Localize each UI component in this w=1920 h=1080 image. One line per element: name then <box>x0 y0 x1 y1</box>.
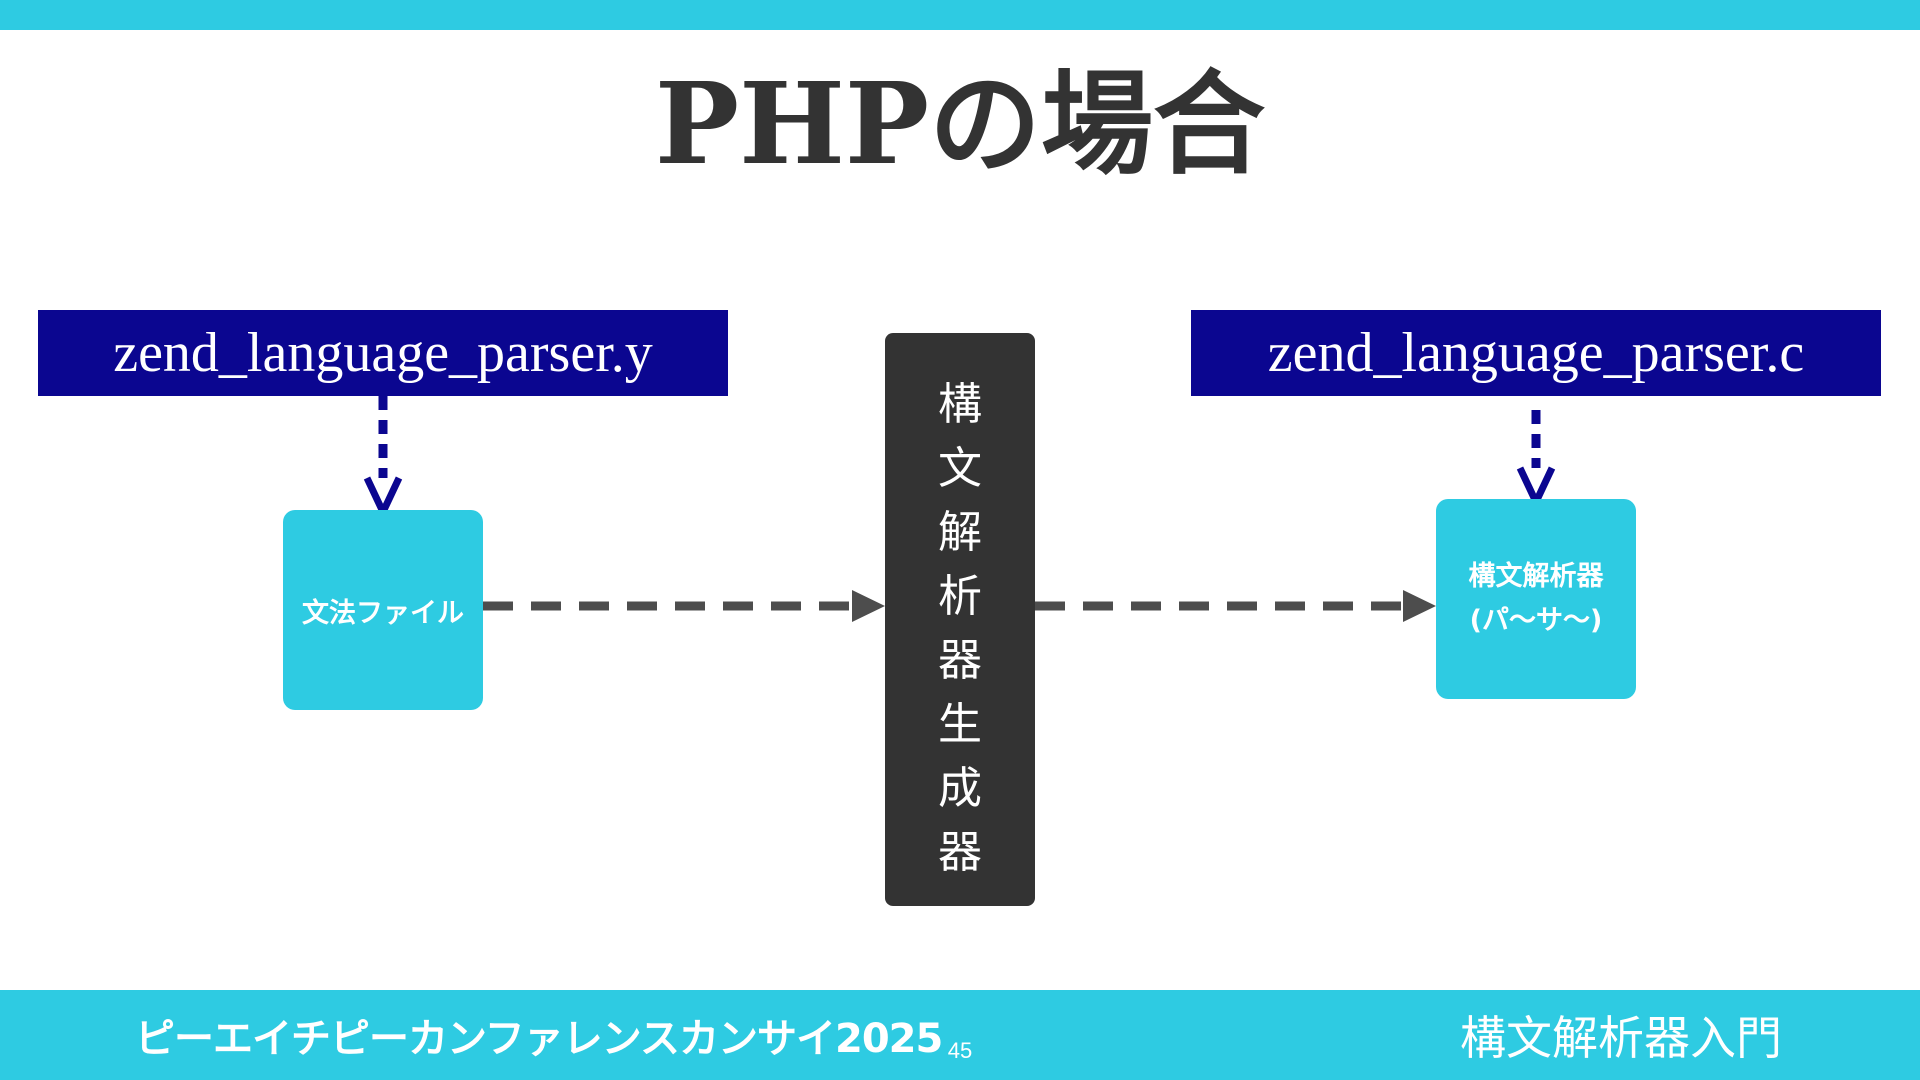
generator-to-parser-arrow-head <box>1403 590 1436 622</box>
generator-char: 成 <box>938 763 982 814</box>
slide-title: PHPの場合 <box>654 59 1266 190</box>
top-accent-bar <box>0 0 1920 30</box>
grammar-file-label: 文法ファイル <box>302 597 464 629</box>
parser-box-line1: 構文解析器 <box>1468 561 1604 592</box>
parser-generator-box: 構 文 解 析 器 生 成 器 <box>885 333 1035 906</box>
page-number: 45 <box>947 1038 973 1063</box>
footer-bar <box>0 990 1920 1080</box>
conference-logo-text: ピーエイチピーカンファレンスカンサイ2025 <box>135 1016 943 1062</box>
generator-char: 器 <box>938 635 982 686</box>
grammar-to-generator-arrow-head <box>852 590 885 622</box>
generator-char: 析 <box>938 571 982 622</box>
generator-char: 構 <box>938 379 982 430</box>
output-to-parser-arrow-head <box>1516 466 1556 511</box>
generator-char: 生 <box>938 699 982 750</box>
generator-char: 器 <box>938 827 982 878</box>
generator-char: 解 <box>938 507 982 558</box>
talk-title: 構文解析器入門 <box>1460 1011 1782 1065</box>
output-file-label: zend_language_parser.c <box>1191 310 1881 396</box>
source-to-grammar-arrow-head <box>363 476 403 521</box>
grammar-file-box: 文法ファイル <box>283 510 483 710</box>
generator-char: 文 <box>938 443 982 494</box>
parser-box-line2: (パ〜サ〜) <box>1469 605 1603 636</box>
source-file-label: zend_language_parser.y <box>38 310 728 396</box>
parser-box: 構文解析器 (パ〜サ〜) <box>1436 499 1636 699</box>
